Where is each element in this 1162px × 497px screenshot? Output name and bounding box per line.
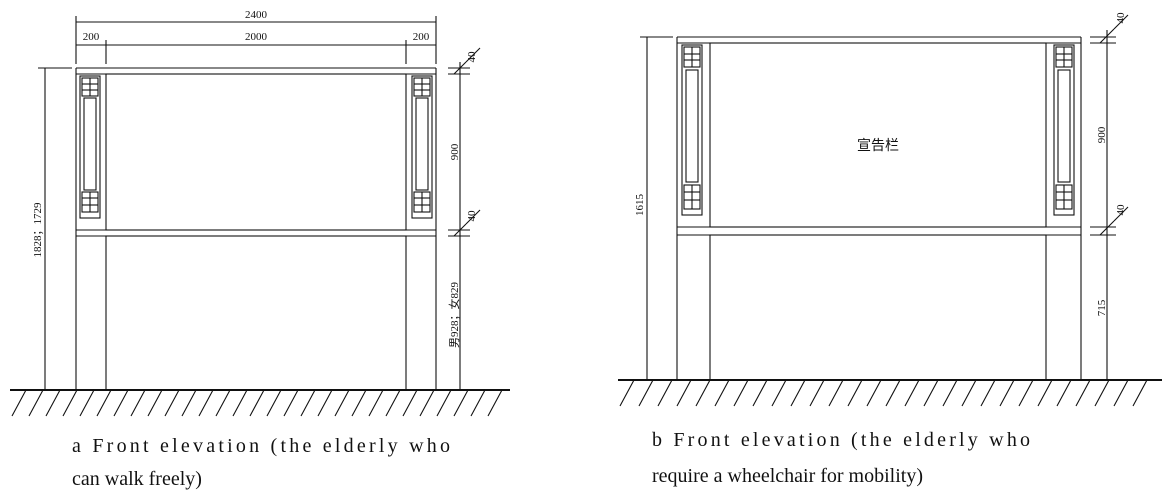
hatch-stroke bbox=[771, 379, 787, 407]
hatch-stroke bbox=[847, 379, 863, 407]
hatch-stroke bbox=[676, 379, 692, 407]
hatch-stroke bbox=[1056, 379, 1072, 407]
hatch-stroke bbox=[402, 389, 418, 417]
hatch-stroke bbox=[198, 389, 214, 417]
hatch-stroke bbox=[733, 379, 749, 407]
decorative-column-left-a bbox=[79, 75, 101, 219]
hatch-stroke bbox=[28, 389, 44, 417]
hatch-stroke bbox=[923, 379, 939, 407]
hatch-stroke bbox=[164, 389, 180, 417]
right-dimensions-b bbox=[1090, 14, 1129, 380]
hatch-stroke bbox=[1094, 379, 1110, 407]
hatch-stroke bbox=[809, 379, 825, 407]
hatch-stroke bbox=[62, 389, 78, 417]
ground-hatch-a bbox=[11, 389, 503, 417]
left-dimensions-a bbox=[38, 67, 72, 390]
ground-hatch-b bbox=[619, 379, 1148, 407]
hatch-stroke bbox=[113, 389, 129, 417]
hatch-stroke bbox=[866, 379, 882, 407]
caption-a-line2: can walk freely) bbox=[72, 468, 202, 490]
dim-right-post: 200 bbox=[413, 31, 430, 43]
figure-a-elevation: 2400 200 2000 200 40 900 40 男928；女829 18… bbox=[10, 9, 510, 490]
hatch-stroke bbox=[790, 379, 806, 407]
hatch-stroke bbox=[96, 389, 112, 417]
hatch-stroke bbox=[419, 389, 435, 417]
right-dimensions-a bbox=[448, 47, 481, 390]
dim-top-cap-b: 40 bbox=[1115, 12, 1127, 24]
hatch-stroke bbox=[487, 389, 503, 417]
hatch-stroke bbox=[385, 389, 401, 417]
figure-b-elevation: 宣告栏 bbox=[618, 12, 1162, 487]
dim-total-width: 2400 bbox=[245, 9, 268, 21]
notice-board-a bbox=[105, 73, 407, 231]
hatch-stroke bbox=[961, 379, 977, 407]
hatch-stroke bbox=[11, 389, 27, 417]
caption-b-line1: b Front elevation (the elderly who bbox=[652, 429, 1030, 451]
hatch-stroke bbox=[752, 379, 768, 407]
hatch-stroke bbox=[79, 389, 95, 417]
hatch-stroke bbox=[368, 389, 384, 417]
hatch-stroke bbox=[885, 379, 901, 407]
hatch-stroke bbox=[1037, 379, 1053, 407]
dim-top-cap-a: 40 bbox=[466, 51, 478, 63]
hatch-stroke bbox=[436, 389, 452, 417]
hatch-stroke bbox=[300, 389, 316, 417]
hatch-stroke bbox=[266, 389, 282, 417]
hatch-stroke bbox=[638, 379, 654, 407]
left-dimensions-b bbox=[640, 36, 673, 380]
decorative-column-left-b bbox=[681, 44, 703, 216]
dim-mid-rail-b: 40 bbox=[1115, 204, 1127, 216]
decorative-column-right-b bbox=[1053, 44, 1075, 216]
dim-board-height-b: 900 bbox=[1096, 126, 1108, 143]
dim-lower-height-b: 715 bbox=[1096, 299, 1108, 316]
hatch-stroke bbox=[1113, 379, 1129, 407]
notice-board-b bbox=[709, 42, 1047, 228]
lower-panel-b bbox=[709, 234, 1047, 381]
hatch-stroke bbox=[181, 389, 197, 417]
hatch-stroke bbox=[351, 389, 367, 417]
hatch-stroke bbox=[470, 389, 486, 417]
lower-panel-a bbox=[105, 235, 407, 391]
dim-lower-height-a: 男928；女829 bbox=[447, 282, 461, 348]
hatch-stroke bbox=[232, 389, 248, 417]
dim-board-height-a: 900 bbox=[449, 143, 461, 160]
dim-mid-rail-a: 40 bbox=[466, 210, 478, 222]
hatch-stroke bbox=[999, 379, 1015, 407]
decorative-column-right-a bbox=[411, 75, 433, 219]
hatch-stroke bbox=[1132, 379, 1148, 407]
board-text-b: 宣告栏 bbox=[857, 138, 899, 154]
dim-overall-height-a: 1828；1729 bbox=[32, 202, 44, 257]
hatch-stroke bbox=[657, 379, 673, 407]
dim-board-width: 2000 bbox=[245, 31, 268, 43]
dim-overall-height-b: 1615 bbox=[634, 194, 646, 217]
hatch-stroke bbox=[453, 389, 469, 417]
hatch-stroke bbox=[695, 379, 711, 407]
hatch-stroke bbox=[828, 379, 844, 407]
hatch-stroke bbox=[45, 389, 61, 417]
hatch-stroke bbox=[334, 389, 350, 417]
hatch-stroke bbox=[904, 379, 920, 407]
hatch-stroke bbox=[942, 379, 958, 407]
hatch-stroke bbox=[283, 389, 299, 417]
caption-b-line2: require a wheelchair for mobility) bbox=[652, 465, 923, 487]
hatch-stroke bbox=[1018, 379, 1034, 407]
caption-a-line1: a Front elevation (the elderly who bbox=[72, 435, 450, 457]
hatch-stroke bbox=[980, 379, 996, 407]
top-dimensions-a bbox=[75, 16, 437, 64]
hatch-stroke bbox=[130, 389, 146, 417]
hatch-stroke bbox=[1075, 379, 1091, 407]
dim-left-post: 200 bbox=[83, 31, 100, 43]
hatch-stroke bbox=[619, 379, 635, 407]
hatch-stroke bbox=[215, 389, 231, 417]
hatch-stroke bbox=[147, 389, 163, 417]
hatch-stroke bbox=[317, 389, 333, 417]
hatch-stroke bbox=[714, 379, 730, 407]
hatch-stroke bbox=[249, 389, 265, 417]
